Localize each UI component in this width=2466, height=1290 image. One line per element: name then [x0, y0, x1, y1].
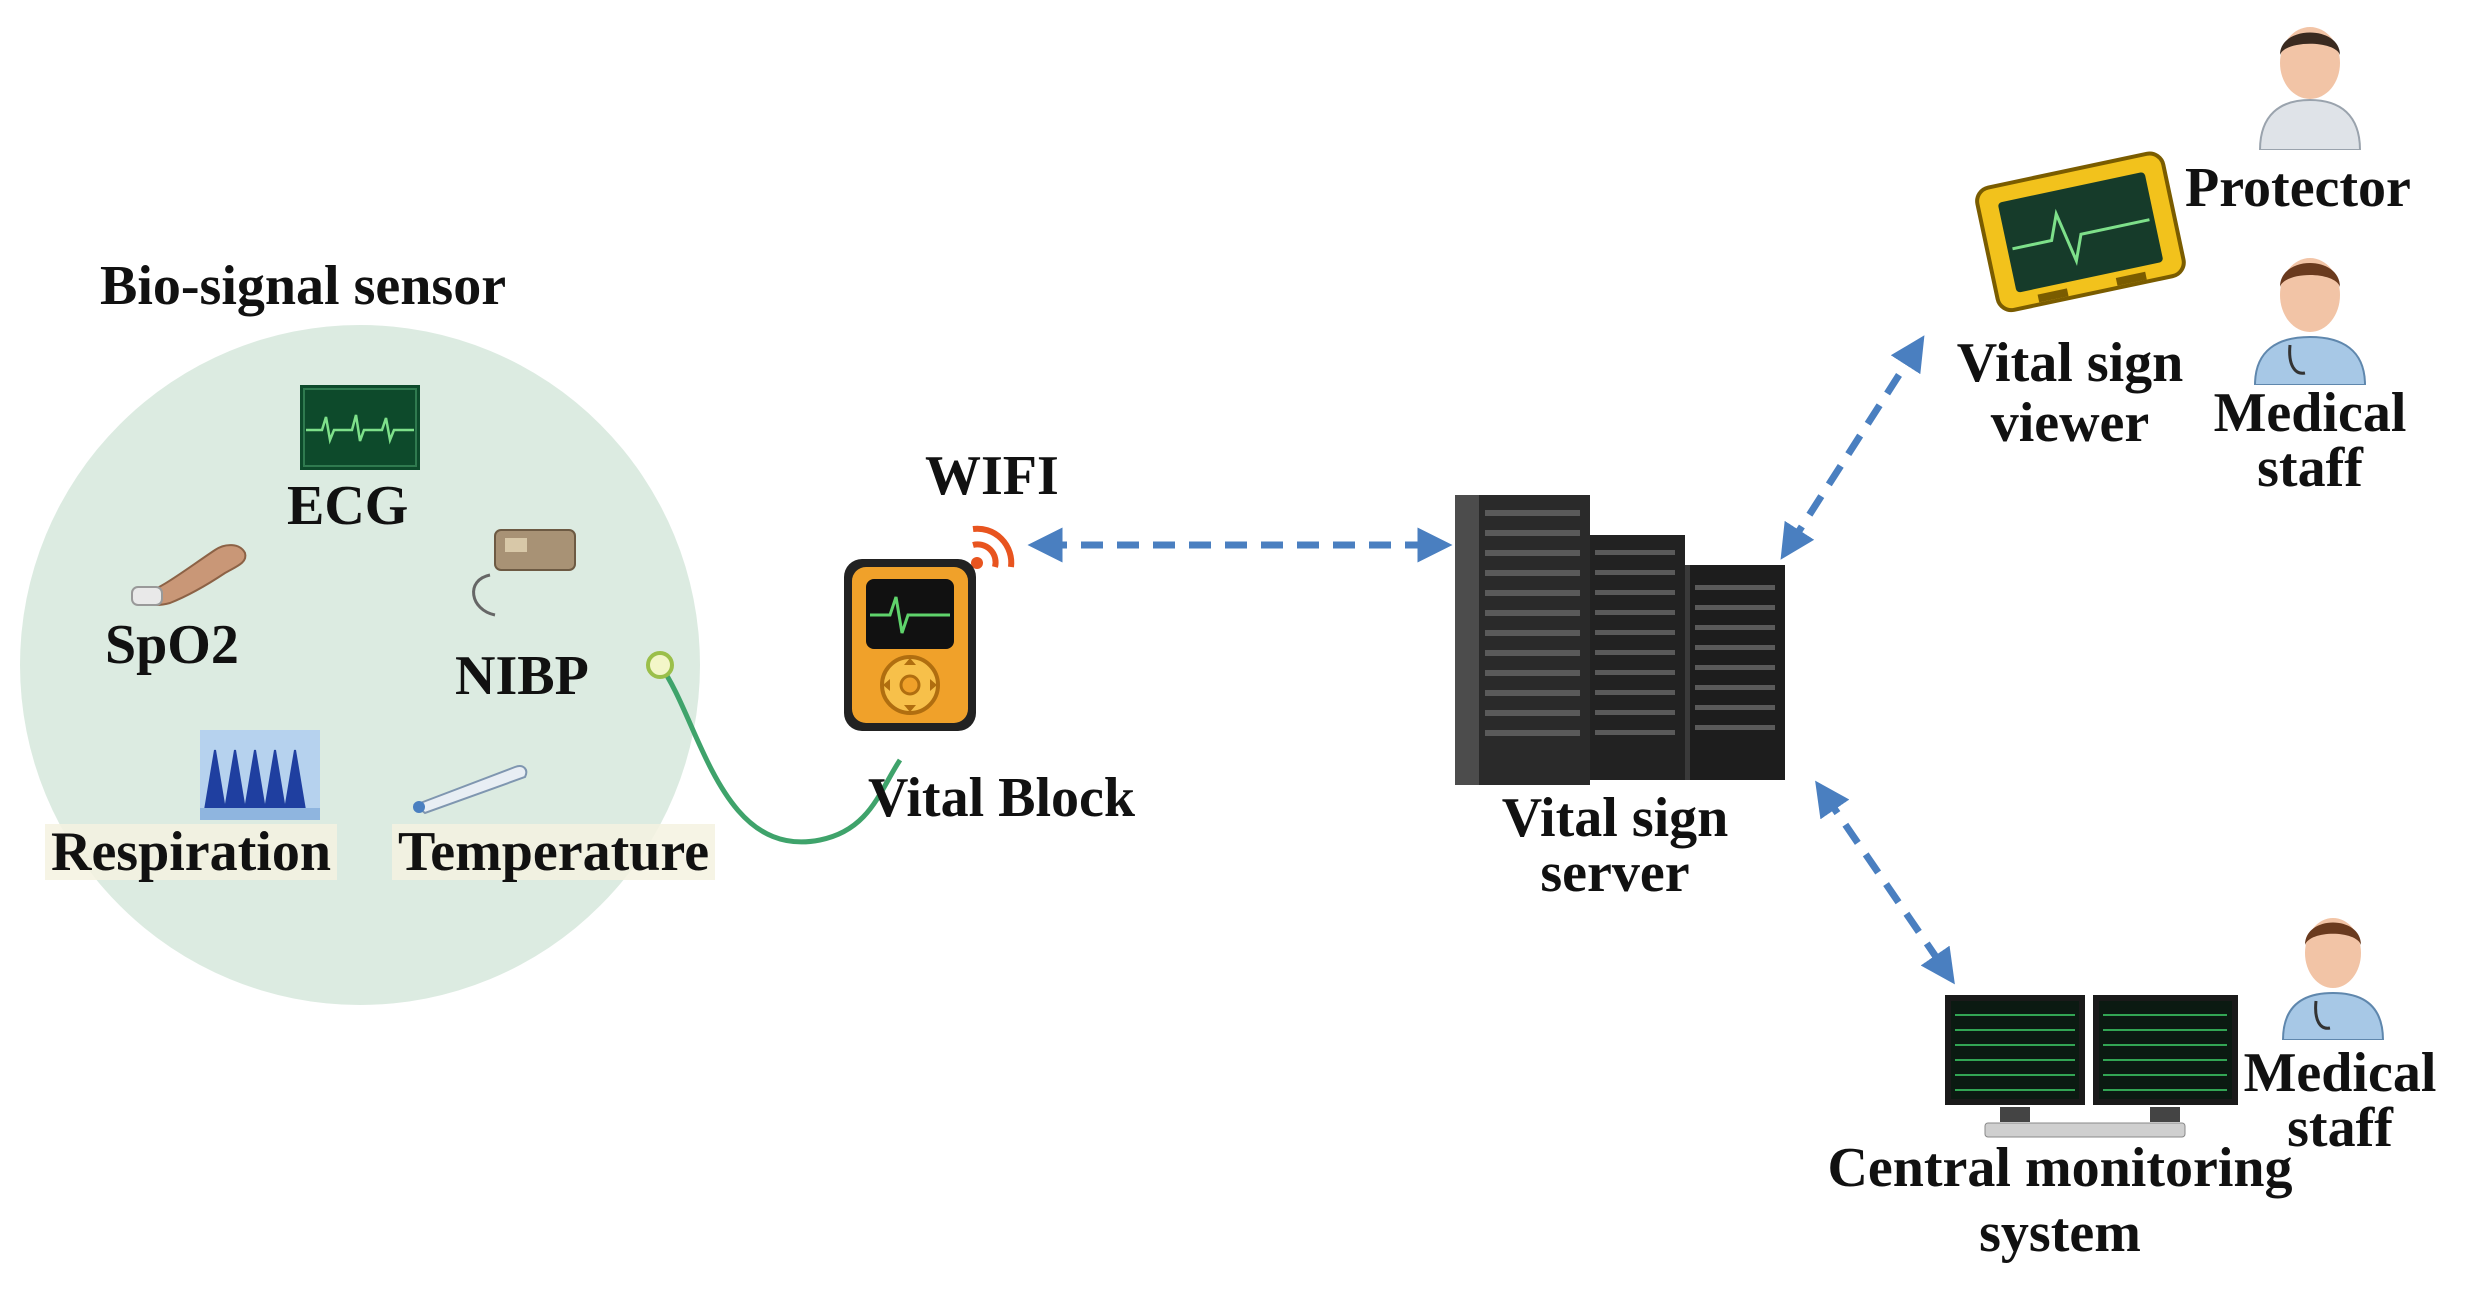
spo2-finger-icon — [130, 535, 250, 610]
central-label-line1: Central monitoring — [1827, 1137, 2293, 1199]
sensor-label-spo2: SpO2 — [105, 614, 239, 676]
medical-staff-person-icon-bottom — [2278, 905, 2388, 1040]
vital-block-label: Vital Block — [868, 767, 1136, 829]
arrow-server-central — [1815, 780, 1955, 985]
protector-person-icon — [2255, 15, 2365, 150]
sensor-label-ecg: ECG — [287, 475, 409, 537]
sensor-group-title: Bio-signal sensor — [100, 255, 507, 317]
cable-connector — [646, 651, 674, 679]
wifi-label: WIFI — [925, 445, 1059, 507]
ecg-icon — [300, 385, 420, 470]
arrow-server-viewer — [1780, 335, 1925, 560]
vital-block-device-icon — [840, 555, 980, 735]
viewer-label-line2: viewer — [1990, 392, 2150, 454]
viewer-label-line1: Vital sign — [1956, 332, 2184, 394]
central-label-line2: system — [1979, 1202, 2141, 1264]
server-label-line1: Vital sign — [1501, 787, 1729, 849]
medical-staff-bottom-label-line1: Medical — [2243, 1042, 2437, 1104]
thermometer-icon — [405, 755, 535, 815]
vital-sign-viewer-tablet-icon — [1965, 145, 2190, 315]
sensor-label-temperature: Temperature — [392, 824, 716, 880]
central-monitoring-screens-icon — [1945, 995, 2245, 1145]
server-unit-back — [1670, 565, 1785, 780]
protector-label: Protector — [2185, 157, 2411, 219]
sensor-cable — [657, 663, 903, 845]
nibp-cuff-icon — [465, 520, 585, 620]
respiration-wave-icon — [200, 730, 320, 820]
medical-staff-top-label-line2: staff — [2257, 437, 2363, 499]
wifi-signal-icon — [965, 515, 1025, 575]
server-label-line2: server — [1540, 842, 1690, 904]
medical-staff-bottom-label-line2: staff — [2287, 1097, 2393, 1159]
medical-staff-person-icon-top — [2250, 245, 2370, 385]
server-rack-icon — [1455, 495, 1795, 795]
sensor-label-nibp: NIBP — [455, 645, 589, 707]
medical-staff-top-label-line1: Medical — [2213, 382, 2407, 444]
sensor-label-respiration: Respiration — [45, 824, 337, 880]
